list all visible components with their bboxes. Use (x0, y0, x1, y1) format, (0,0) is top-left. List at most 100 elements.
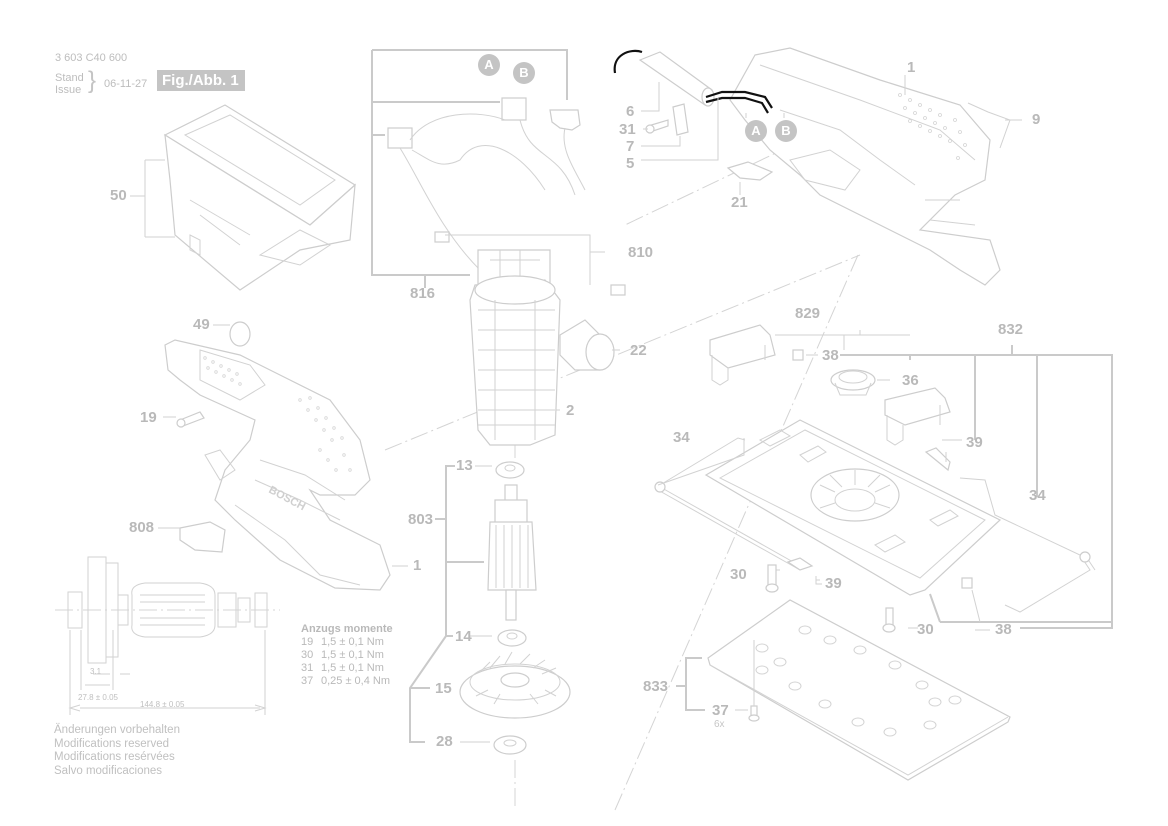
note-line: Änderungen vorbehalten (54, 724, 180, 736)
callout-37[interactable]: 37 (712, 702, 729, 719)
callout-leader (657, 354, 990, 631)
callout-5[interactable]: 5 (626, 155, 635, 172)
callout-833[interactable]: 833 (643, 678, 669, 695)
callout-14[interactable]: 14 (455, 628, 472, 645)
callout-49[interactable]: 49 (193, 316, 210, 333)
rubber-cube-part (961, 577, 973, 589)
sanding-pad-part (707, 599, 1011, 781)
callout-leader (641, 82, 785, 195)
callout-810[interactable]: 810 (628, 244, 654, 261)
callout-1[interactable]: 1 (907, 59, 916, 76)
callout-34-right[interactable]: 34 (1029, 487, 1046, 504)
rubber-cube-part (792, 349, 804, 361)
modification-notes: Änderungen vorbehalten Modifications res… (54, 724, 180, 778)
callout-28[interactable]: 28 (436, 733, 453, 750)
callout-leader (130, 159, 175, 238)
callout-832[interactable]: 832 (998, 321, 1024, 338)
housing-shell-part (729, 47, 1001, 286)
dimension-label: 27.8 ± 0.05 (78, 693, 118, 702)
cable-part (705, 90, 773, 114)
callout-7[interactable]: 7 (626, 138, 635, 155)
callout-15[interactable]: 15 (435, 680, 452, 697)
connector-marker-a: A (478, 54, 500, 76)
callout-30[interactable]: 30 (730, 566, 747, 583)
callout-leader (445, 234, 605, 285)
callout-808[interactable]: 808 (129, 519, 155, 536)
callout-leader (158, 324, 560, 567)
torque-value: 1,5 ± 0,1 Nm (321, 649, 384, 661)
callout-19[interactable]: 19 (140, 409, 157, 426)
callout-39-bottom[interactable]: 39 (825, 575, 842, 592)
callout-2[interactable]: 2 (566, 402, 575, 419)
torque-row: 19 1,5 ± 0,1 Nm (301, 636, 393, 649)
callout-38[interactable]: 38 (822, 347, 839, 364)
callout-1-housing[interactable]: 1 (413, 557, 422, 574)
pad-hole-pattern (755, 625, 962, 737)
callout-39[interactable]: 39 (966, 434, 983, 451)
armature-part (487, 484, 537, 621)
stator-part (469, 275, 561, 446)
rotation-arrow-icon (967, 102, 1011, 149)
torque-value: 1,5 ± 0,1 Nm (321, 636, 384, 648)
grip-dot-pattern (898, 93, 967, 160)
assembly-axis (614, 254, 859, 811)
callout-bracket-816 (371, 49, 568, 288)
issue-date: 06-11-27 (104, 78, 148, 90)
torque-part-number: 31 (301, 662, 314, 674)
callout-22[interactable]: 22 (630, 342, 647, 359)
callout-38-bottom[interactable]: 38 (995, 621, 1012, 638)
dimension-label: 144.8 ± 0.05 (140, 700, 185, 709)
pad-frame-part (704, 419, 1002, 596)
callout-31[interactable]: 31 (619, 121, 636, 138)
screw-part (765, 564, 779, 593)
torque-part-number: 19 (301, 636, 314, 648)
issue-label: Issue (55, 84, 82, 96)
callout-816[interactable]: 816 (410, 285, 436, 302)
torque-table: Anzugs momente 19 1,5 ± 0,1 Nm 30 1,5 ± 0,… (301, 623, 393, 688)
bearing-part (497, 629, 527, 647)
pad-spring-part (654, 437, 1096, 613)
assembly-axis (384, 254, 861, 451)
callout-bracket-803 (409, 465, 484, 743)
o-ring-part (229, 321, 251, 347)
label-plate-part (179, 521, 226, 553)
callout-803[interactable]: 803 (408, 511, 434, 528)
callout-30-right[interactable]: 30 (917, 621, 934, 638)
screw-part (882, 607, 896, 633)
torque-value: 1,5 ± 0,1 Nm (321, 662, 384, 674)
callout-829[interactable]: 829 (795, 305, 821, 322)
spring-clip-part (786, 557, 814, 571)
part-number: 3 603 C40 600 (55, 52, 128, 64)
pad-bracket-part (709, 324, 951, 446)
cable-clamp-part (672, 103, 689, 136)
torque-table-title: Anzugs momente (301, 623, 393, 635)
motor-housing-part (164, 339, 391, 591)
callout-36[interactable]: 36 (902, 372, 919, 389)
connector-marker-b: B (775, 120, 797, 142)
dimension-label: 3.1 (90, 667, 102, 676)
callout-leader (460, 465, 492, 743)
connector-marker-b: B (513, 62, 535, 84)
callout-leader (775, 330, 910, 350)
connector-marker-a: A (745, 120, 767, 142)
torque-part-number: 37 (301, 675, 314, 687)
spring-clip-part (924, 447, 951, 472)
torque-row: 31 1,5 ± 0,1 Nm (301, 662, 393, 675)
callout-bracket-832 (840, 345, 1113, 629)
callout-6[interactable]: 6 (626, 103, 635, 120)
bearing-part (495, 461, 525, 479)
cable-clip-part (726, 161, 774, 181)
armature-dimension-drawing (55, 556, 280, 715)
callout-34[interactable]: 34 (673, 429, 690, 446)
screw-part (748, 705, 760, 722)
callout-leader (904, 75, 1022, 121)
callout-9[interactable]: 9 (1032, 111, 1041, 128)
fan-part (459, 651, 571, 719)
callout-21[interactable]: 21 (731, 194, 748, 211)
note-line: Modifications resérvées (54, 751, 175, 763)
callout-13[interactable]: 13 (456, 457, 473, 474)
callout-50[interactable]: 50 (110, 187, 127, 204)
torque-part-number: 30 (301, 649, 314, 661)
